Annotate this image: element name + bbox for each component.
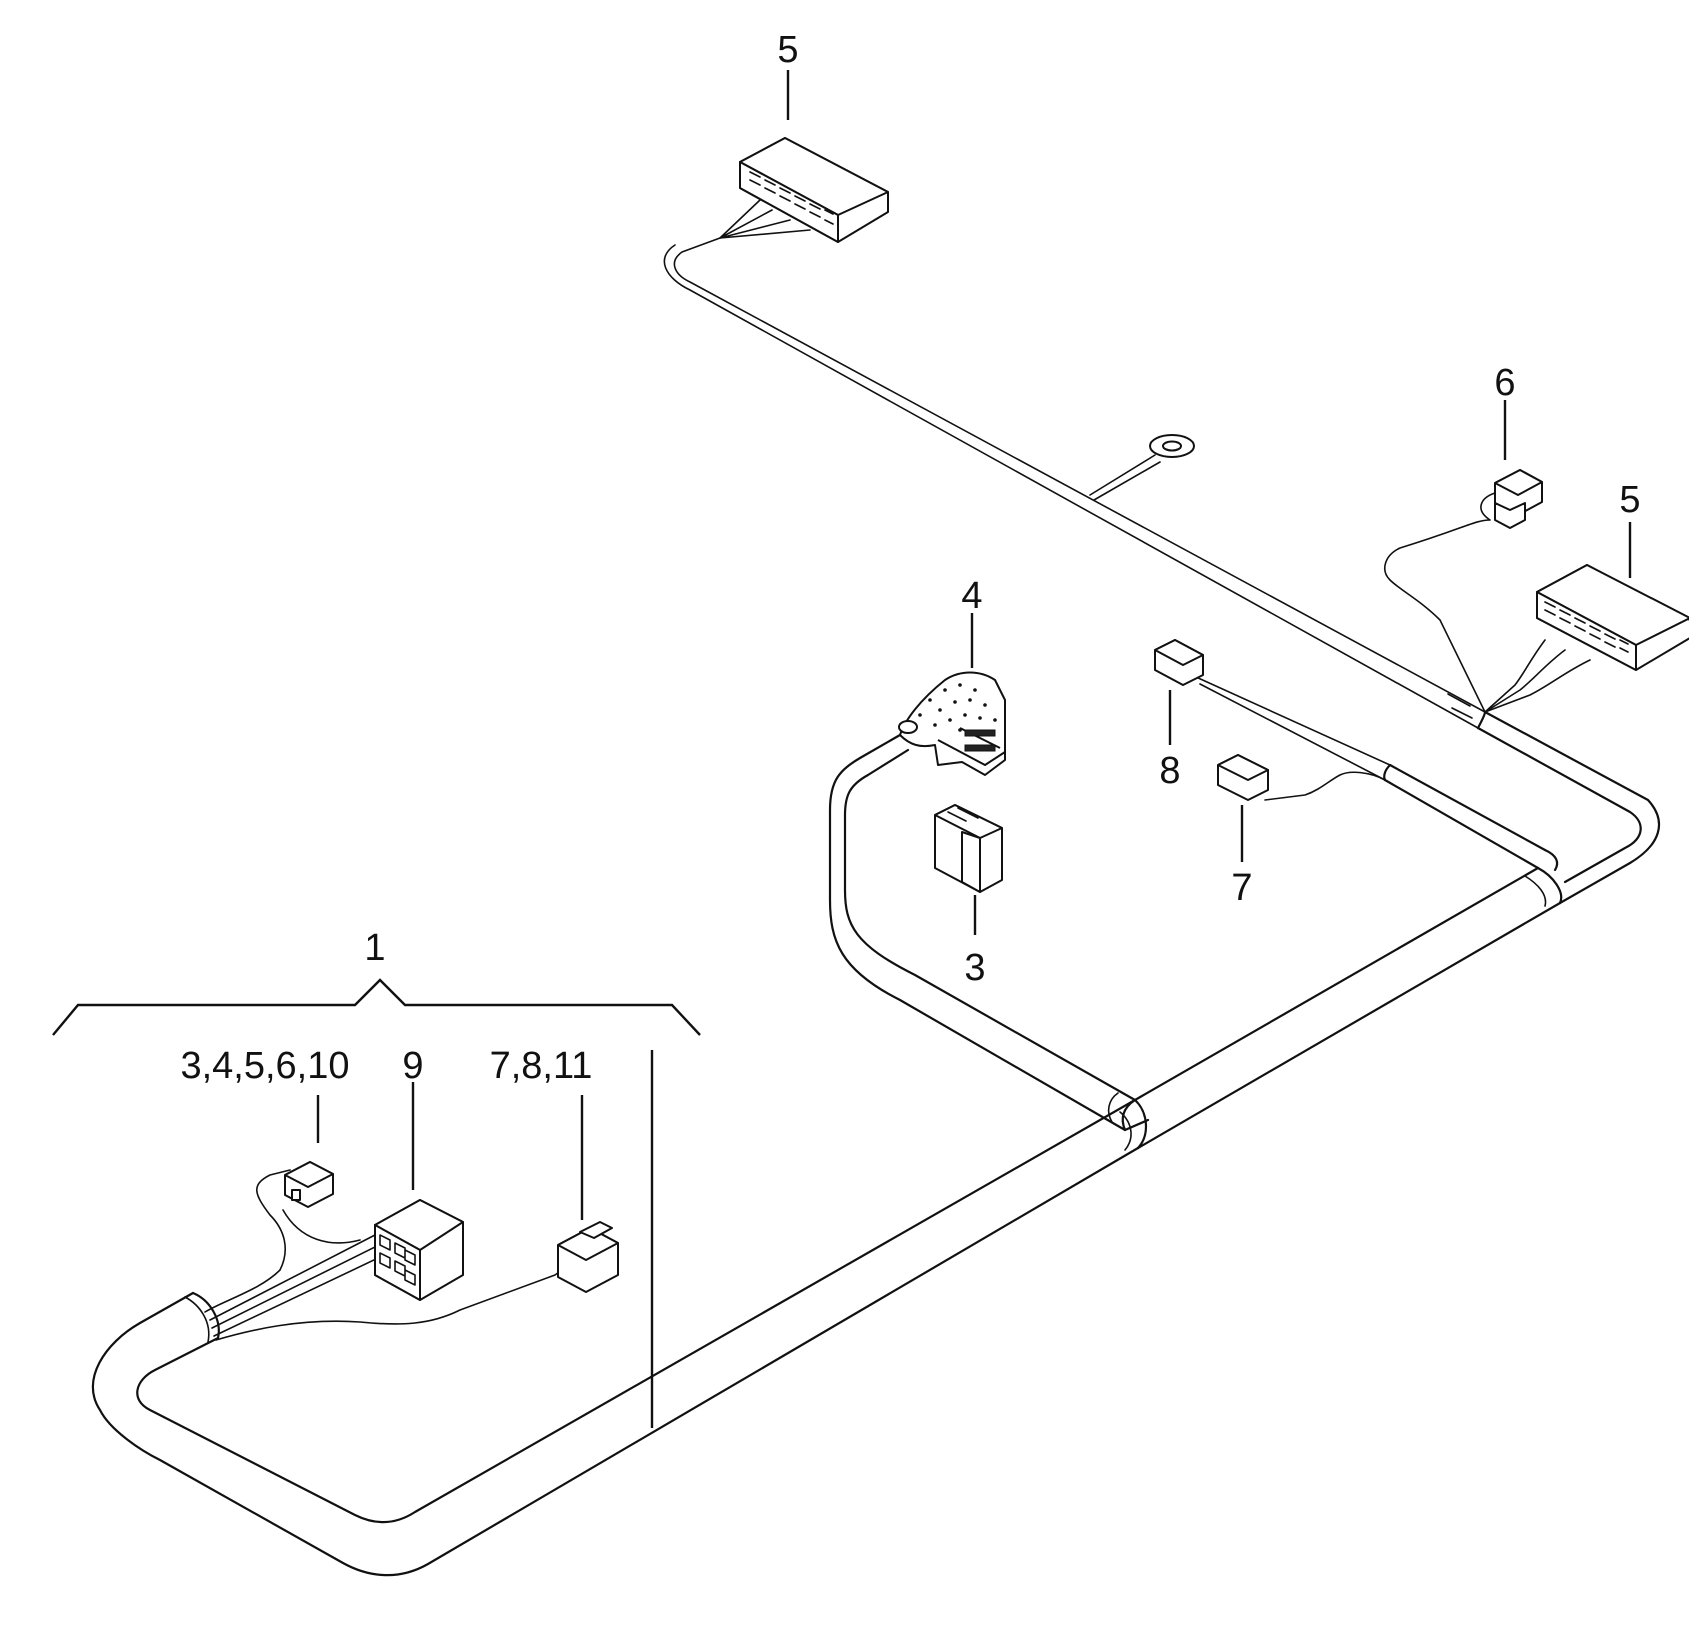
connector-small-left [284,1161,334,1208]
callout-leaders [52,70,1632,1428]
left-cluster-wires [204,1169,563,1341]
connector-4 [898,671,1006,776]
callout-7: 7 [1231,867,1252,909]
callout-group-b: 9 [402,1045,423,1087]
connector-6 [1384,469,1543,713]
callout-5-top: 5 [777,29,798,71]
callout-8: 8 [1159,750,1180,792]
callout-group-a: 3,4,5,6,10 [180,1045,349,1087]
connector-7 [1217,754,1269,801]
connector-4-branch [828,733,1150,1132]
connector-3 [934,804,1003,893]
callout-assembly: 1 [364,927,385,969]
callout-4: 4 [961,575,982,617]
callout-3: 3 [964,947,985,989]
connector-5-right [1484,564,1689,713]
callout-5-right: 5 [1619,479,1640,521]
connector-11 [557,1221,619,1293]
upper-branch-wire [663,199,1487,730]
connector-9 [374,1199,464,1301]
callout-group-c: 7,8,11 [490,1045,593,1087]
right-harness-trunk [1119,676,1661,1151]
callout-6: 6 [1494,362,1515,404]
callout-labels: 1 3,4,5,6,10 9 7,8,11 5 6 5 4 8 7 3 [180,29,1640,1087]
main-harness-trunk [91,1098,1140,1577]
connector-8 [1154,639,1204,686]
connector-5-top [739,137,889,243]
